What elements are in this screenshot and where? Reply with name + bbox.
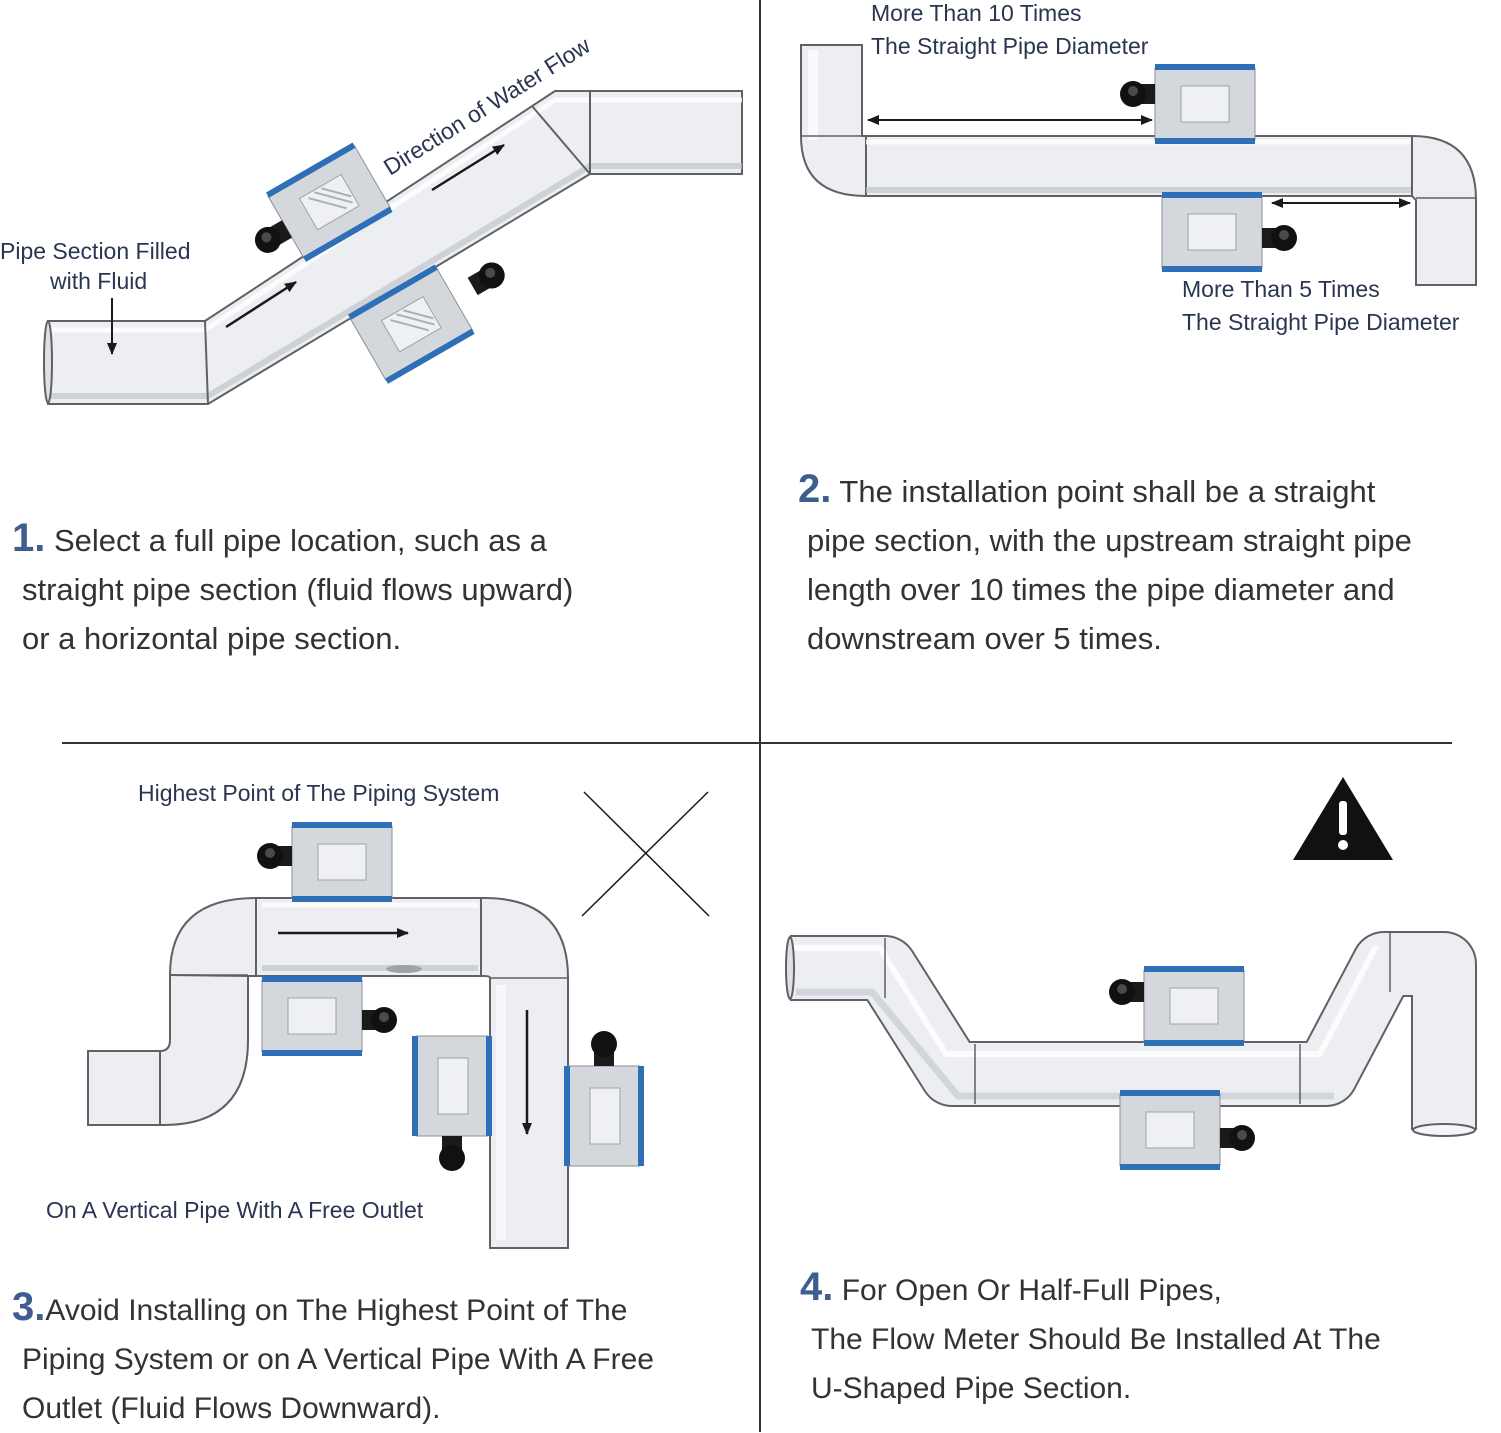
upstream-label-line2: The Straight Pipe Diameter <box>871 33 1149 59</box>
panel1-caption-line2: straight pipe section (fluid flows upwar… <box>22 572 574 607</box>
panel3-pipe-left <box>87 974 249 1126</box>
fill-label-line2: with Fluid <box>49 268 147 294</box>
panel2-caption-line1: The installation point shall be a straig… <box>839 474 1376 509</box>
panel3-caption: 3.Avoid Installing on The Highest Point … <box>12 1283 654 1433</box>
panel3-illustration: Highest Point of The Piping System On A … <box>46 780 710 1249</box>
panel1-illustration: Pipe Section Filled with Fluid Direction… <box>0 32 743 405</box>
panel1-sensor-top <box>250 142 394 263</box>
panel3-caption-line3: Outlet (Fluid Flows Downward). <box>22 1392 441 1425</box>
panel3-sensor-vertical-right <box>564 1031 644 1167</box>
panel2-pipe-right <box>1411 134 1477 286</box>
panel4-caption-line2: The Flow Meter Should Be Installed At Th… <box>811 1323 1381 1356</box>
x-mark-icon <box>581 791 710 917</box>
panel2-caption-line4: downstream over 5 times. <box>807 621 1162 656</box>
fill-label-line1: Pipe Section Filled <box>0 238 191 264</box>
downstream-label-line1: More Than 5 Times <box>1182 276 1380 302</box>
highest-point-label: Highest Point of The Piping System <box>138 780 499 806</box>
panel2-illustration: More Than 10 Times The Straight Pipe Dia… <box>800 0 1477 335</box>
panel3-caption-line1: Avoid Installing on The Highest Point of… <box>45 1294 628 1327</box>
panel1-number: 1. <box>12 516 46 560</box>
panel2-caption: 2. The installation point shall be a str… <box>798 465 1412 663</box>
vertical-outlet-label: On A Vertical Pipe With A Free Outlet <box>46 1197 424 1223</box>
upstream-label-line1: More Than 10 Times <box>871 0 1082 26</box>
panel4-sensor-top <box>1109 965 1245 1047</box>
panel4-number: 4. <box>800 1265 834 1309</box>
panel2-caption-line2: pipe section, with the upstream straight… <box>807 523 1412 558</box>
flow-arrow <box>225 280 297 329</box>
downstream-label-line2: The Straight Pipe Diameter <box>1182 309 1460 335</box>
panel4-caption-line1: For Open Or Half-Full Pipes, <box>841 1274 1222 1307</box>
panel3-number: 3. <box>12 1285 46 1329</box>
panel2-caption-line3: length over 10 times the pipe diameter a… <box>807 572 1395 607</box>
panel2-sensor-top <box>1120 63 1256 145</box>
panel1-caption-line3: or a horizontal pipe section. <box>22 621 402 656</box>
panel1-sensor-bottom <box>347 257 510 385</box>
panel1-caption-line1: Select a full pipe location, such as a <box>53 523 547 558</box>
panel4-illustration <box>785 777 1477 1171</box>
panel3-sensor-vertical-left <box>412 1035 492 1171</box>
panel3-sensor-highest <box>257 821 393 903</box>
panel4-caption-line3: U-Shaped Pipe Section. <box>811 1372 1132 1405</box>
panel1-caption: 1. Select a full pipe location, such as … <box>12 514 573 663</box>
panel3-sensor-under <box>261 975 397 1057</box>
panel4-caption: 4. For Open Or Half-Full Pipes, The Flow… <box>800 1263 1381 1413</box>
warning-triangle-icon <box>1293 777 1393 860</box>
flow-arrow <box>431 143 505 192</box>
panel2-number: 2. <box>798 467 832 511</box>
panel3-caption-line2: Piping System or on A Vertical Pipe With… <box>22 1343 654 1376</box>
